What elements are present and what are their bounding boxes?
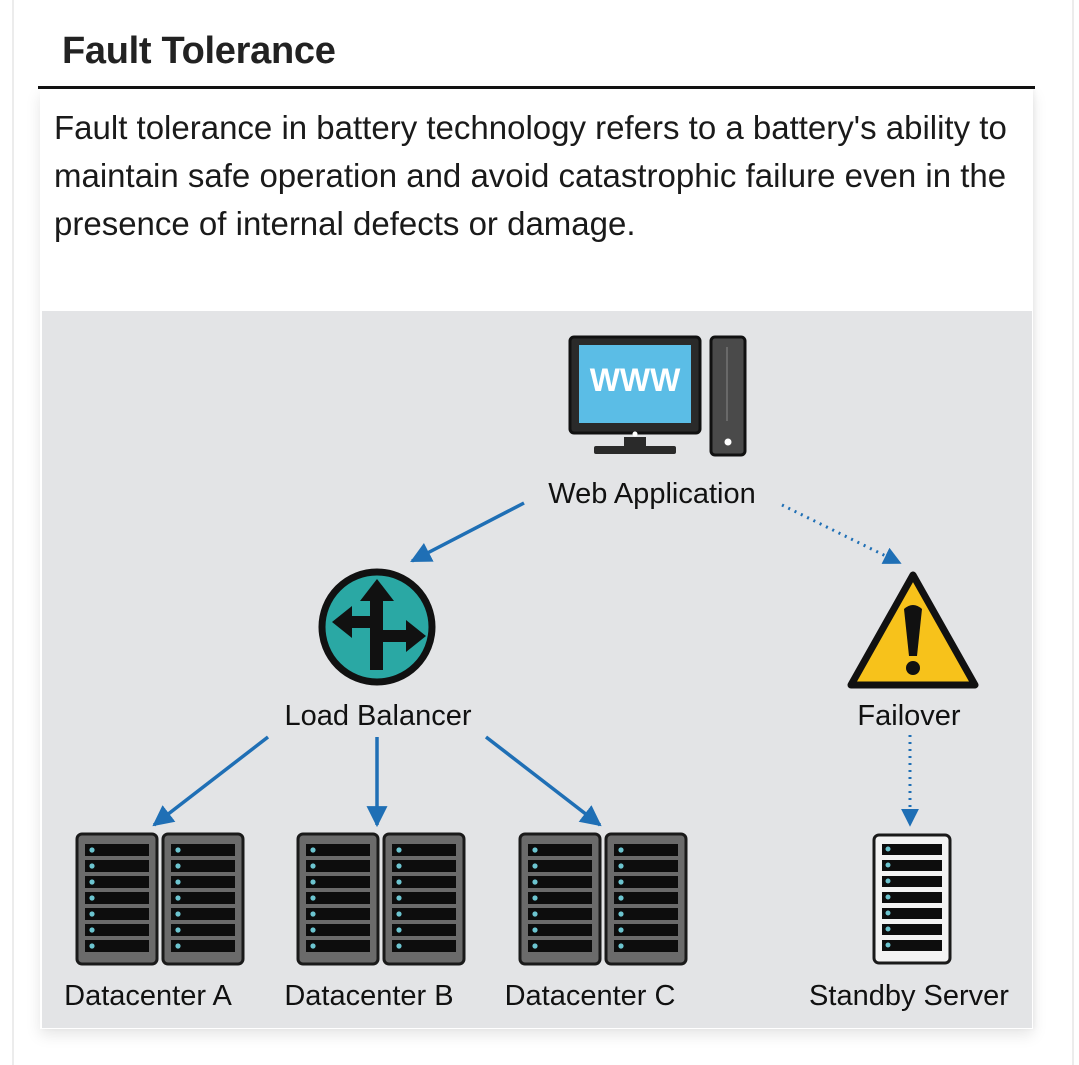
edge-webapp-failover (781, 503, 902, 565)
title-divider (38, 86, 1035, 89)
server-rack-icon-datacenter-c (518, 832, 688, 966)
edge-loadbalancer-datacenter-a (152, 735, 270, 827)
node-label-load-balancer: Load Balancer (284, 700, 471, 732)
node-label-standby-server: Standby Server (809, 980, 1009, 1012)
description-text: Fault tolerance in battery technology re… (54, 109, 1007, 242)
edge-webapp-loadbalancer (410, 501, 525, 563)
screen-text: WWW (590, 362, 681, 398)
node-label-web-application: Web Application (548, 478, 755, 510)
server-icon (872, 833, 952, 965)
fault-tolerance-diagram: WWW Web Application Load Balancer Failov… (42, 311, 1032, 1028)
warning-icon (847, 571, 979, 689)
node-label-datacenter-c: Datacenter C (505, 980, 676, 1012)
node-label-datacenter-b: Datacenter B (284, 980, 453, 1012)
server-rack-icon-datacenter-a (75, 832, 245, 966)
computer-icon: WWW (568, 335, 747, 457)
node-label-datacenter-a: Datacenter A (64, 980, 232, 1012)
load-balancer-icon (318, 568, 436, 686)
server-rack-icon-datacenter-b (296, 832, 466, 966)
node-label-failover: Failover (857, 700, 960, 732)
edge-loadbalancer-datacenter-c (484, 735, 602, 827)
page-border-right (1072, 0, 1074, 1065)
section-title: Fault Tolerance (62, 30, 336, 72)
page-border-left (12, 0, 14, 1065)
